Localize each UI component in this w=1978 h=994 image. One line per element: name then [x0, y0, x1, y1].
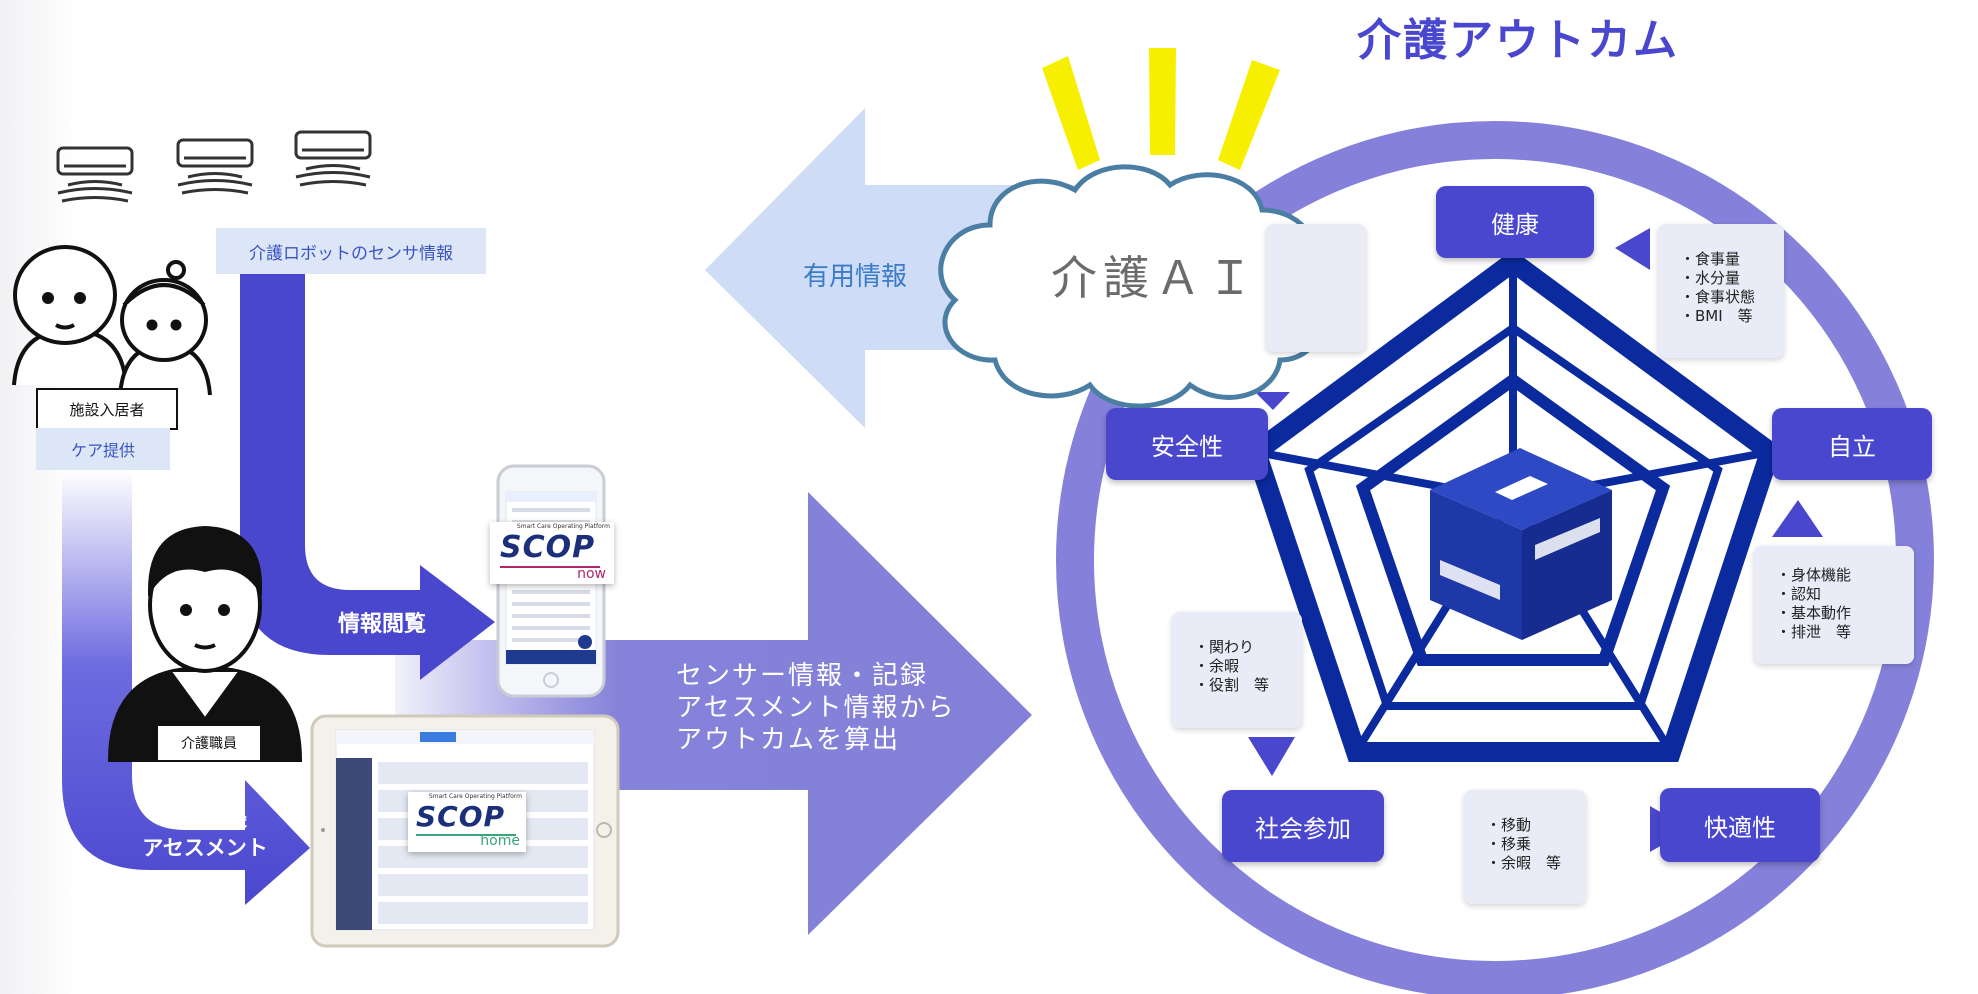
record-label-line-2: アセスメント: [142, 836, 268, 860]
sensor-device-icon: [56, 130, 372, 203]
calc-text-line-3: アウトカムを算出: [676, 725, 901, 755]
scop-now-divider: [500, 566, 600, 568]
scop-home-tag: Smart Care Operating Platform: [428, 793, 522, 800]
note-health-item: ・水分量: [1680, 269, 1741, 287]
scop-home-badge: Smart Care Operating Platform SCOP home: [408, 792, 526, 852]
note-independence-item: ・認知: [1776, 585, 1822, 603]
calc-text-line-2: アセスメント情報から: [676, 693, 956, 723]
outcome-independence: 自立: [1772, 408, 1932, 480]
care-record-path: [62, 470, 310, 905]
spark-rays: [1042, 48, 1280, 170]
note-social-item: ・関わり: [1194, 638, 1255, 656]
calc-text-line-1: センサー情報・記録: [676, 661, 929, 691]
scop-logo-cube-icon: [1430, 448, 1612, 640]
staff-label: 介護職員: [156, 724, 262, 762]
ai-cloud: [938, 164, 1327, 409]
page-title: 介護アウトカム: [1357, 15, 1679, 66]
useful-info-label: 有用情報: [802, 261, 907, 292]
browse-label: 情報閲覧: [337, 612, 426, 637]
elderly-residents-icon: [12, 245, 212, 396]
note-independence-item: ・身体機能: [1776, 566, 1852, 584]
note-health-item: ・食事状態: [1680, 288, 1756, 306]
scop-home-divider: [416, 834, 516, 836]
note-health-item: ・BMI 等: [1680, 307, 1753, 325]
outcome-social: 社会参加: [1222, 790, 1384, 862]
note-comfort-item: ・余暇 等: [1486, 854, 1562, 872]
note-independence-item: ・基本動作: [1776, 604, 1852, 622]
record-label-line-1: ケア記録: [163, 808, 247, 832]
note-social-item: ・余暇: [1194, 657, 1240, 675]
scop-now-badge: Smart Care Operating Platform SCOP now: [490, 522, 614, 584]
outcome-ring: [1056, 121, 1934, 994]
note-comfort-item: ・移動: [1486, 816, 1532, 834]
note-independence-item: ・排泄 等: [1776, 623, 1852, 641]
note-independence: ・身体機能 ・認知 ・基本動作 ・排泄 等: [1754, 546, 1914, 664]
note-social: ・関わり ・余暇 ・役割 等: [1172, 612, 1302, 728]
note-comfort-item: ・移乗: [1486, 835, 1532, 853]
calc-text: センサー情報・記録 アセスメント情報から アウトカムを算出: [676, 660, 976, 756]
note-comfort: ・移動 ・移乗 ・余暇 等: [1464, 790, 1586, 904]
ai-label: 介護ＡＩ: [1051, 251, 1259, 305]
scop-home-sub: home: [480, 833, 520, 849]
note-social-item: ・役割 等: [1194, 676, 1270, 694]
outcome-comfort: 快適性: [1660, 788, 1820, 862]
scop-now-brand: SCOP: [500, 530, 596, 565]
independence-pointer: [1772, 500, 1823, 537]
social-pointer: [1248, 737, 1295, 776]
scop-now-tag: Smart Care Operating Platform: [516, 523, 610, 530]
scop-now-sub: now: [577, 566, 606, 582]
sensor-to-browse-path: [240, 272, 495, 680]
safety-pointer: [1255, 392, 1290, 410]
outcome-health: 健康: [1436, 186, 1594, 258]
record-label: ケア記録 アセスメント: [130, 806, 280, 862]
calc-outcome-arrow: [395, 492, 1032, 935]
outcome-safety: 安全性: [1106, 408, 1268, 480]
resident-label: 施設入居者: [36, 388, 178, 430]
note-health: ・食事量 ・水分量 ・食事状態 ・BMI 等: [1658, 224, 1784, 358]
scop-home-brand: SCOP: [416, 800, 506, 833]
note-health-item: ・食事量: [1680, 250, 1741, 268]
care-provide-label: ケア提供: [36, 428, 170, 470]
sensor-info-label: 介護ロボットのセンサ情報: [216, 228, 486, 274]
health-pointer: [1615, 228, 1650, 270]
note-safety: [1266, 224, 1366, 352]
